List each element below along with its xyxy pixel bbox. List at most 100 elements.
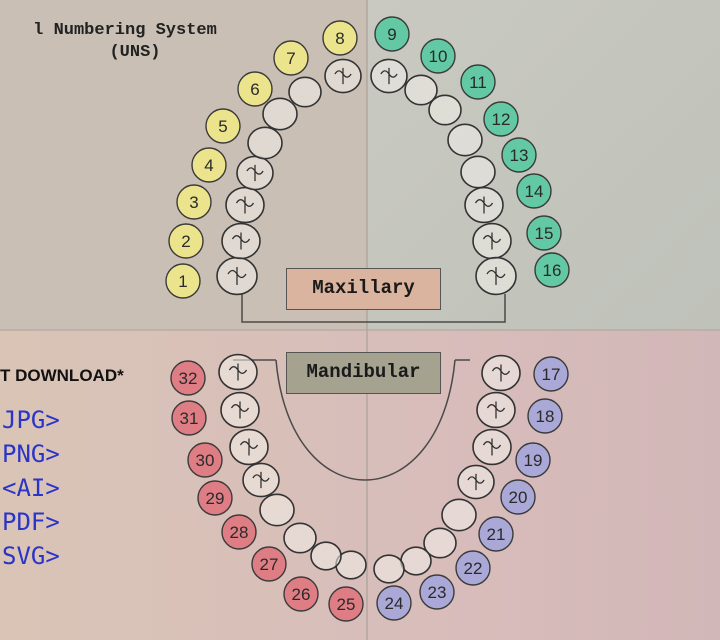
tooth-number-badge-29[interactable]: 29 xyxy=(197,480,233,516)
badge-circle-13 xyxy=(501,137,537,173)
badge-circle-25 xyxy=(328,586,364,622)
badge-number-6: 6 xyxy=(250,80,259,99)
badge-circle-12 xyxy=(483,101,519,137)
badge-number-8: 8 xyxy=(335,29,344,48)
tooth-groove-4 xyxy=(246,164,264,182)
tooth-number-badge-14[interactable]: 14 xyxy=(516,173,552,209)
badge-circle-23 xyxy=(419,574,455,610)
download-jpg-link[interactable]: JPG> xyxy=(2,406,60,434)
download-pdf-link[interactable]: PDF> xyxy=(2,508,60,536)
tooth-number-badge-10[interactable]: 10 xyxy=(420,38,456,74)
tooth-number-badge-6[interactable]: 6 xyxy=(237,71,273,107)
badge-circle-1 xyxy=(165,263,201,299)
badge-circle-14 xyxy=(516,173,552,209)
tooth-10 xyxy=(404,74,438,106)
tooth-number-badge-28[interactable]: 28 xyxy=(221,514,257,550)
tooth-number-badge-11[interactable]: 11 xyxy=(460,64,496,100)
tooth-number-badge-23[interactable]: 23 xyxy=(419,574,455,610)
badge-number-22: 22 xyxy=(464,559,483,578)
download-png-link[interactable]: PNG> xyxy=(2,440,60,468)
tooth-groove-3 xyxy=(235,196,255,214)
badge-number-23: 23 xyxy=(428,583,447,602)
tooth-number-badge-26[interactable]: 26 xyxy=(283,576,319,612)
tooth-21 xyxy=(441,498,477,532)
tooth-groove-29 xyxy=(252,471,270,489)
badge-number-3: 3 xyxy=(189,193,198,212)
tooth-number-badge-22[interactable]: 22 xyxy=(455,550,491,586)
horizontal-divider xyxy=(0,329,720,331)
tooth-number-badge-27[interactable]: 27 xyxy=(251,546,287,582)
maxillary-label: Maxillary xyxy=(286,268,441,310)
badge-circle-15 xyxy=(526,215,562,251)
tooth-groove-19 xyxy=(482,438,502,456)
tooth-number-badge-30[interactable]: 30 xyxy=(187,442,223,478)
tooth-number-badge-25[interactable]: 25 xyxy=(328,586,364,622)
badge-number-20: 20 xyxy=(509,488,528,507)
tooth-groove-2 xyxy=(231,232,251,250)
badge-circle-17 xyxy=(533,356,569,392)
chart-title: l Numbering System (UNS) xyxy=(0,20,250,64)
tooth-number-badge-4[interactable]: 4 xyxy=(191,147,227,183)
tooth-number-badge-3[interactable]: 3 xyxy=(176,184,212,220)
badge-circle-18 xyxy=(527,398,563,434)
tooth-27 xyxy=(283,522,317,554)
tooth-6 xyxy=(262,97,298,131)
tooth-number-badge-13[interactable]: 13 xyxy=(501,137,537,173)
tooth-number-badge-12[interactable]: 12 xyxy=(483,101,519,137)
tooth-number-badge-21[interactable]: 21 xyxy=(478,516,514,552)
tooth-number-badge-18[interactable]: 18 xyxy=(527,398,563,434)
badge-number-31: 31 xyxy=(180,409,199,428)
badge-circle-3 xyxy=(176,184,212,220)
badge-circle-10 xyxy=(420,38,456,74)
tooth-number-badge-1[interactable]: 1 xyxy=(165,263,201,299)
badge-circle-26 xyxy=(283,576,319,612)
tooth-groove-31 xyxy=(230,401,250,419)
tooth-number-badge-17[interactable]: 17 xyxy=(533,356,569,392)
tooth-number-badge-16[interactable]: 16 xyxy=(534,252,570,288)
badge-number-28: 28 xyxy=(230,523,249,542)
tooth-13 xyxy=(460,155,496,189)
tooth-groove-17 xyxy=(491,364,511,382)
badge-circle-4 xyxy=(191,147,227,183)
badge-number-4: 4 xyxy=(204,156,213,175)
badge-number-19: 19 xyxy=(524,451,543,470)
tooth-number-badge-20[interactable]: 20 xyxy=(500,479,536,515)
tooth-groove-30 xyxy=(239,438,259,456)
badge-number-9: 9 xyxy=(387,25,396,44)
tooth-11 xyxy=(428,94,462,126)
tooth-28 xyxy=(259,493,295,527)
tooth-number-badge-19[interactable]: 19 xyxy=(515,442,551,478)
badge-number-12: 12 xyxy=(492,110,511,129)
download-heading: T DOWNLOAD* xyxy=(0,366,124,385)
chart-title-line2: (UNS) xyxy=(109,43,161,62)
badge-circle-21 xyxy=(478,516,514,552)
badge-circle-20 xyxy=(500,479,536,515)
tooth-5 xyxy=(247,126,283,160)
download-svg-link[interactable]: SVG> xyxy=(2,542,60,570)
tooth-12 xyxy=(447,123,483,157)
tooth-number-badge-24[interactable]: 24 xyxy=(376,585,412,621)
download-ai-link[interactable]: <AI> xyxy=(2,474,60,502)
tooth-number-badge-8[interactable]: 8 xyxy=(322,20,358,56)
tooth-number-badge-2[interactable]: 2 xyxy=(168,223,204,259)
badge-number-29: 29 xyxy=(206,489,225,508)
badge-number-25: 25 xyxy=(337,595,356,614)
badge-circle-5 xyxy=(205,108,241,144)
badge-circle-7 xyxy=(273,40,309,76)
tooth-number-badge-15[interactable]: 15 xyxy=(526,215,562,251)
tooth-number-badge-9[interactable]: 9 xyxy=(374,16,410,52)
tooth-number-badge-32[interactable]: 32 xyxy=(170,360,206,396)
tooth-number-badge-5[interactable]: 5 xyxy=(205,108,241,144)
badge-number-27: 27 xyxy=(260,555,279,574)
tooth-number-badge-7[interactable]: 7 xyxy=(273,40,309,76)
badge-number-7: 7 xyxy=(286,49,295,68)
badge-number-17: 17 xyxy=(542,365,561,384)
tooth-number-badge-31[interactable]: 31 xyxy=(171,400,207,436)
badge-circle-24 xyxy=(376,585,412,621)
badge-number-21: 21 xyxy=(487,525,506,544)
tooth-24 xyxy=(373,554,405,584)
badge-number-30: 30 xyxy=(196,451,215,470)
tooth-groove-15 xyxy=(482,232,502,250)
badge-number-13: 13 xyxy=(510,146,529,165)
